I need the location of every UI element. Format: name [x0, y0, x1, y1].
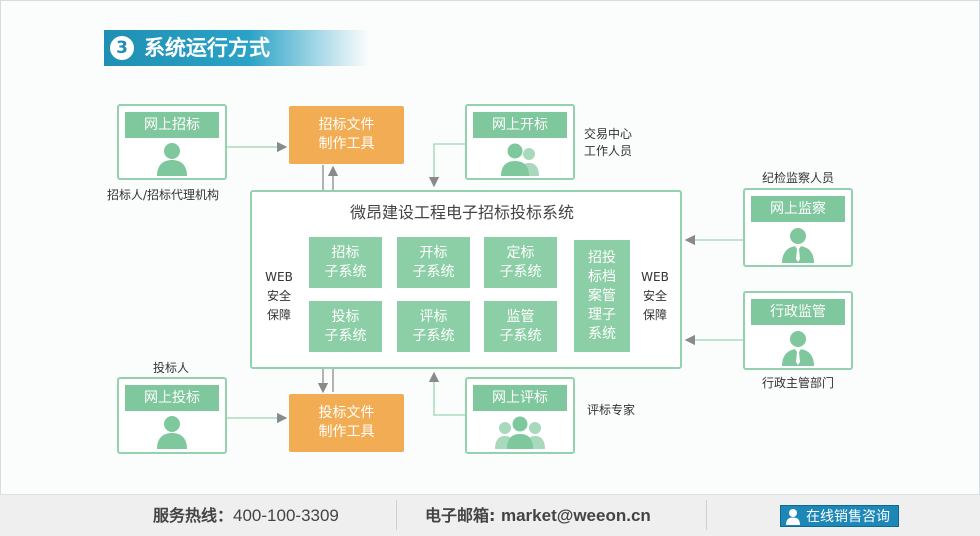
tool-tender-document[interactable]: 投标文件制作工具 — [289, 394, 404, 452]
section-number-badge: 3 — [110, 36, 134, 60]
email: 电子邮箱: market@weeon.cn — [425, 506, 651, 526]
module-evaluation[interactable]: 评标子系统 — [397, 301, 470, 352]
role-label-supervise-online: 网上监察 — [751, 196, 845, 222]
arrow-open-to-system — [428, 143, 466, 188]
hotline-number[interactable]: 400-100-3309 — [233, 506, 339, 525]
role-label-bid-online: 网上招标 — [125, 112, 219, 138]
tool-tender-line1: 投标文件 — [318, 405, 375, 421]
footer-divider — [396, 500, 397, 530]
role-label-tender-online: 网上投标 — [125, 385, 219, 411]
module-tendering[interactable]: 投标子系统 — [309, 301, 382, 352]
role-box-admin-supervise[interactable]: 行政监管 — [743, 291, 853, 370]
footer-divider — [706, 500, 707, 530]
consult-button-label: 在线销售咨询 — [806, 509, 890, 525]
tool-bid-document[interactable]: 招标文件制作工具 — [289, 106, 404, 164]
tool-bid-line1: 招标文件 — [318, 117, 375, 133]
module-supervision[interactable]: 监管子系统 — [484, 301, 557, 352]
person-icon — [157, 143, 187, 176]
role-box-evaluate-online[interactable]: 网上评标 — [465, 377, 575, 454]
email-label: 电子邮箱: — [425, 506, 501, 525]
section-title-bar — [104, 30, 368, 66]
role-box-supervise-online[interactable]: 网上监察 — [743, 188, 853, 267]
official-icon — [782, 228, 814, 263]
email-address[interactable]: market@weeon.cn — [500, 506, 651, 525]
role-label-evaluate-online: 网上评标 — [473, 385, 567, 411]
group-icon — [501, 143, 539, 176]
role-box-bid-online[interactable]: 网上招标 — [117, 104, 227, 180]
hotline-label: 服务热线： — [153, 506, 234, 525]
person-icon — [157, 416, 187, 449]
caption-open-online-1: 交易中心 — [584, 127, 633, 141]
tool-bid-line2: 制作工具 — [318, 136, 375, 152]
group-icon — [495, 416, 545, 449]
caption-tender-online: 投标人 — [153, 361, 190, 375]
caption-admin-supervise: 行政主管部门 — [762, 376, 835, 390]
consult-person-icon — [786, 509, 800, 525]
module-archive[interactable]: 招投标档案管理子系统 — [574, 240, 630, 352]
role-box-open-online[interactable]: 网上开标 — [465, 104, 575, 180]
role-label-admin-supervise: 行政监管 — [751, 299, 845, 325]
caption-open-online-2: 工作人员 — [584, 144, 633, 158]
system-title: 微昂建设工程电子招标投标系统 — [350, 203, 575, 222]
online-sales-consult-button[interactable]: 在线销售咨询 — [780, 505, 899, 527]
tool-tender-line2: 制作工具 — [318, 424, 375, 440]
role-box-tender-online[interactable]: 网上投标 — [117, 377, 227, 454]
arrow-evaluate-to-system — [428, 371, 466, 416]
module-opening[interactable]: 开标子系统 — [397, 237, 470, 288]
caption-evaluate-online: 评标专家 — [587, 403, 636, 417]
caption-supervise-online: 纪检监察人员 — [762, 171, 835, 185]
module-bidding[interactable]: 招标子系统 — [309, 237, 382, 288]
official-icon — [782, 331, 814, 366]
hotline: 服务热线：400-100-3309 — [153, 506, 339, 526]
module-award[interactable]: 定标子系统 — [484, 237, 557, 288]
role-label-open-online: 网上开标 — [473, 112, 567, 138]
section-title: 系统运行方式 — [144, 36, 270, 60]
caption-bid-online: 招标人/招标代理机构 — [107, 188, 220, 202]
